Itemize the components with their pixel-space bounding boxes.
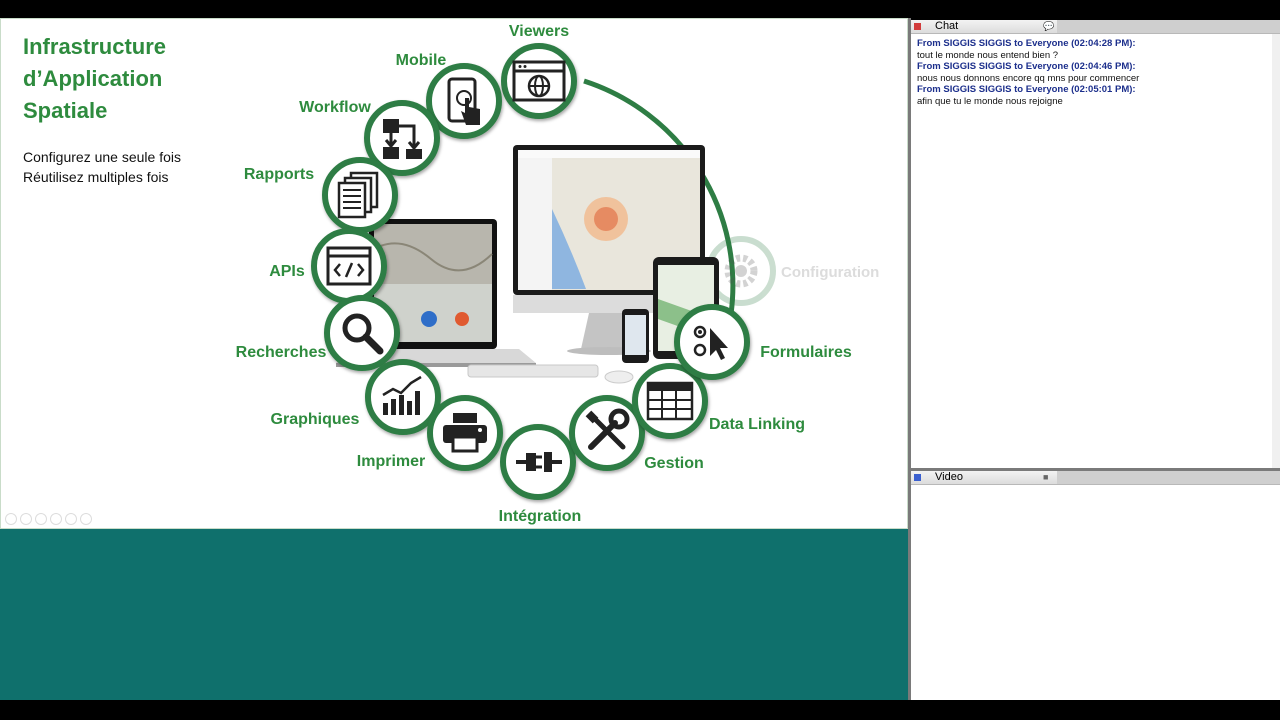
node-label-gestion: Gestion bbox=[644, 455, 704, 472]
node-label-rapports: Rapports bbox=[244, 166, 314, 183]
laptop-image bbox=[336, 219, 536, 367]
message-text: nous nous donnons encore qq mns pour com… bbox=[917, 72, 1140, 84]
magnifier-icon bbox=[342, 313, 384, 355]
presentation-slide: Infrastructure d’Application Spatiale Co… bbox=[0, 18, 908, 529]
node-circle-mobile bbox=[426, 63, 502, 139]
camera-icon[interactable]: ■ bbox=[1043, 472, 1049, 482]
documents-icon bbox=[337, 171, 379, 219]
top-black-bar bbox=[0, 0, 1280, 18]
chat-message: From SIGGIS SIGGIS to Everyone (02:04:28… bbox=[917, 38, 1274, 61]
slide-controls bbox=[5, 513, 92, 525]
chat-message: From SIGGIS SIGGIS to Everyone (02:04:46… bbox=[917, 61, 1274, 84]
panel-splitter[interactable] bbox=[911, 468, 1280, 471]
workflow-icon bbox=[383, 119, 422, 159]
architecture-diagram: Configuration bbox=[236, 23, 880, 525]
node-circle-integration bbox=[500, 424, 576, 500]
mouse-image bbox=[604, 370, 634, 384]
node-label-recherches: Recherches bbox=[236, 344, 327, 361]
node-circle-recherches bbox=[324, 295, 400, 371]
zoom-icon[interactable] bbox=[65, 513, 77, 525]
keyboard-image bbox=[467, 364, 599, 378]
node-label-apis: APIs bbox=[269, 263, 305, 280]
prev-slide-icon[interactable] bbox=[5, 513, 17, 525]
pen-icon[interactable] bbox=[35, 513, 47, 525]
tools-icon bbox=[585, 408, 630, 450]
phone-image bbox=[622, 309, 649, 363]
desktop-monitor-image bbox=[513, 145, 705, 355]
next-slide-icon[interactable] bbox=[20, 513, 32, 525]
grid-icon[interactable] bbox=[50, 513, 62, 525]
video-indicator-icon bbox=[914, 474, 921, 481]
table-icon bbox=[646, 381, 694, 421]
message-sender: From SIGGIS SIGGIS to Everyone (02:04:46… bbox=[917, 61, 1136, 73]
chat-scrollbar[interactable] bbox=[1272, 34, 1280, 468]
chat-panel-header: Chat 💬 bbox=[911, 20, 1280, 34]
printer-icon bbox=[443, 413, 487, 453]
more-icon[interactable] bbox=[80, 513, 92, 525]
video-panel-title: Video bbox=[935, 471, 963, 483]
mobile-touch-icon bbox=[447, 77, 480, 125]
plug-icon bbox=[516, 452, 562, 472]
chat-panel: Chat 💬 From SIGGIS SIGGIS to Everyone (0… bbox=[911, 20, 1280, 468]
browser-globe-icon bbox=[512, 60, 566, 102]
slide-subtitle: Configurez une seule fois Réutilisez mul… bbox=[23, 149, 181, 185]
node-label-integration: Intégration bbox=[499, 508, 582, 525]
configuration-label: Configuration bbox=[781, 264, 879, 281]
panel-divider[interactable] bbox=[908, 18, 911, 700]
message-text: afin que tu le monde nous rejoigne bbox=[917, 95, 1063, 107]
video-header-tail bbox=[1057, 471, 1280, 484]
form-cursor-icon bbox=[693, 325, 728, 360]
message-text: tout le monde nous entend bien ? bbox=[917, 49, 1059, 61]
node-label-viewers: Viewers bbox=[509, 23, 569, 40]
chart-icon bbox=[382, 375, 422, 415]
node-circle-apis bbox=[311, 228, 387, 304]
chat-panel-title: Chat bbox=[935, 20, 959, 32]
message-sender: From SIGGIS SIGGIS to Everyone (02:05:01… bbox=[917, 84, 1136, 96]
chat-messages: From SIGGIS SIGGIS to Everyone (02:04:28… bbox=[911, 34, 1280, 112]
video-panel: Video ■ bbox=[911, 471, 1280, 700]
slide-title: Infrastructure d’Application Spatiale bbox=[23, 34, 167, 123]
node-label-graphiques: Graphiques bbox=[271, 411, 360, 428]
node-label-mobile: Mobile bbox=[396, 52, 447, 69]
chat-message: From SIGGIS SIGGIS to Everyone (02:05:01… bbox=[917, 84, 1274, 107]
bottom-black-bar bbox=[0, 700, 1280, 720]
node-label-imprimer: Imprimer bbox=[357, 453, 425, 470]
chat-bubble-icon[interactable]: 💬 bbox=[1043, 21, 1055, 31]
node-label-workflow: Workflow bbox=[299, 99, 371, 116]
chat-header-tail bbox=[1057, 20, 1280, 33]
chat-indicator-icon bbox=[914, 23, 921, 30]
message-sender: From SIGGIS SIGGIS to Everyone (02:04:28… bbox=[917, 38, 1136, 49]
video-panel-header: Video ■ bbox=[911, 471, 1280, 485]
code-window-icon bbox=[326, 246, 372, 286]
node-label-formulaires: Formulaires bbox=[760, 344, 852, 361]
node-label-data-linking: Data Linking bbox=[709, 416, 805, 433]
teal-background-area bbox=[0, 529, 908, 700]
